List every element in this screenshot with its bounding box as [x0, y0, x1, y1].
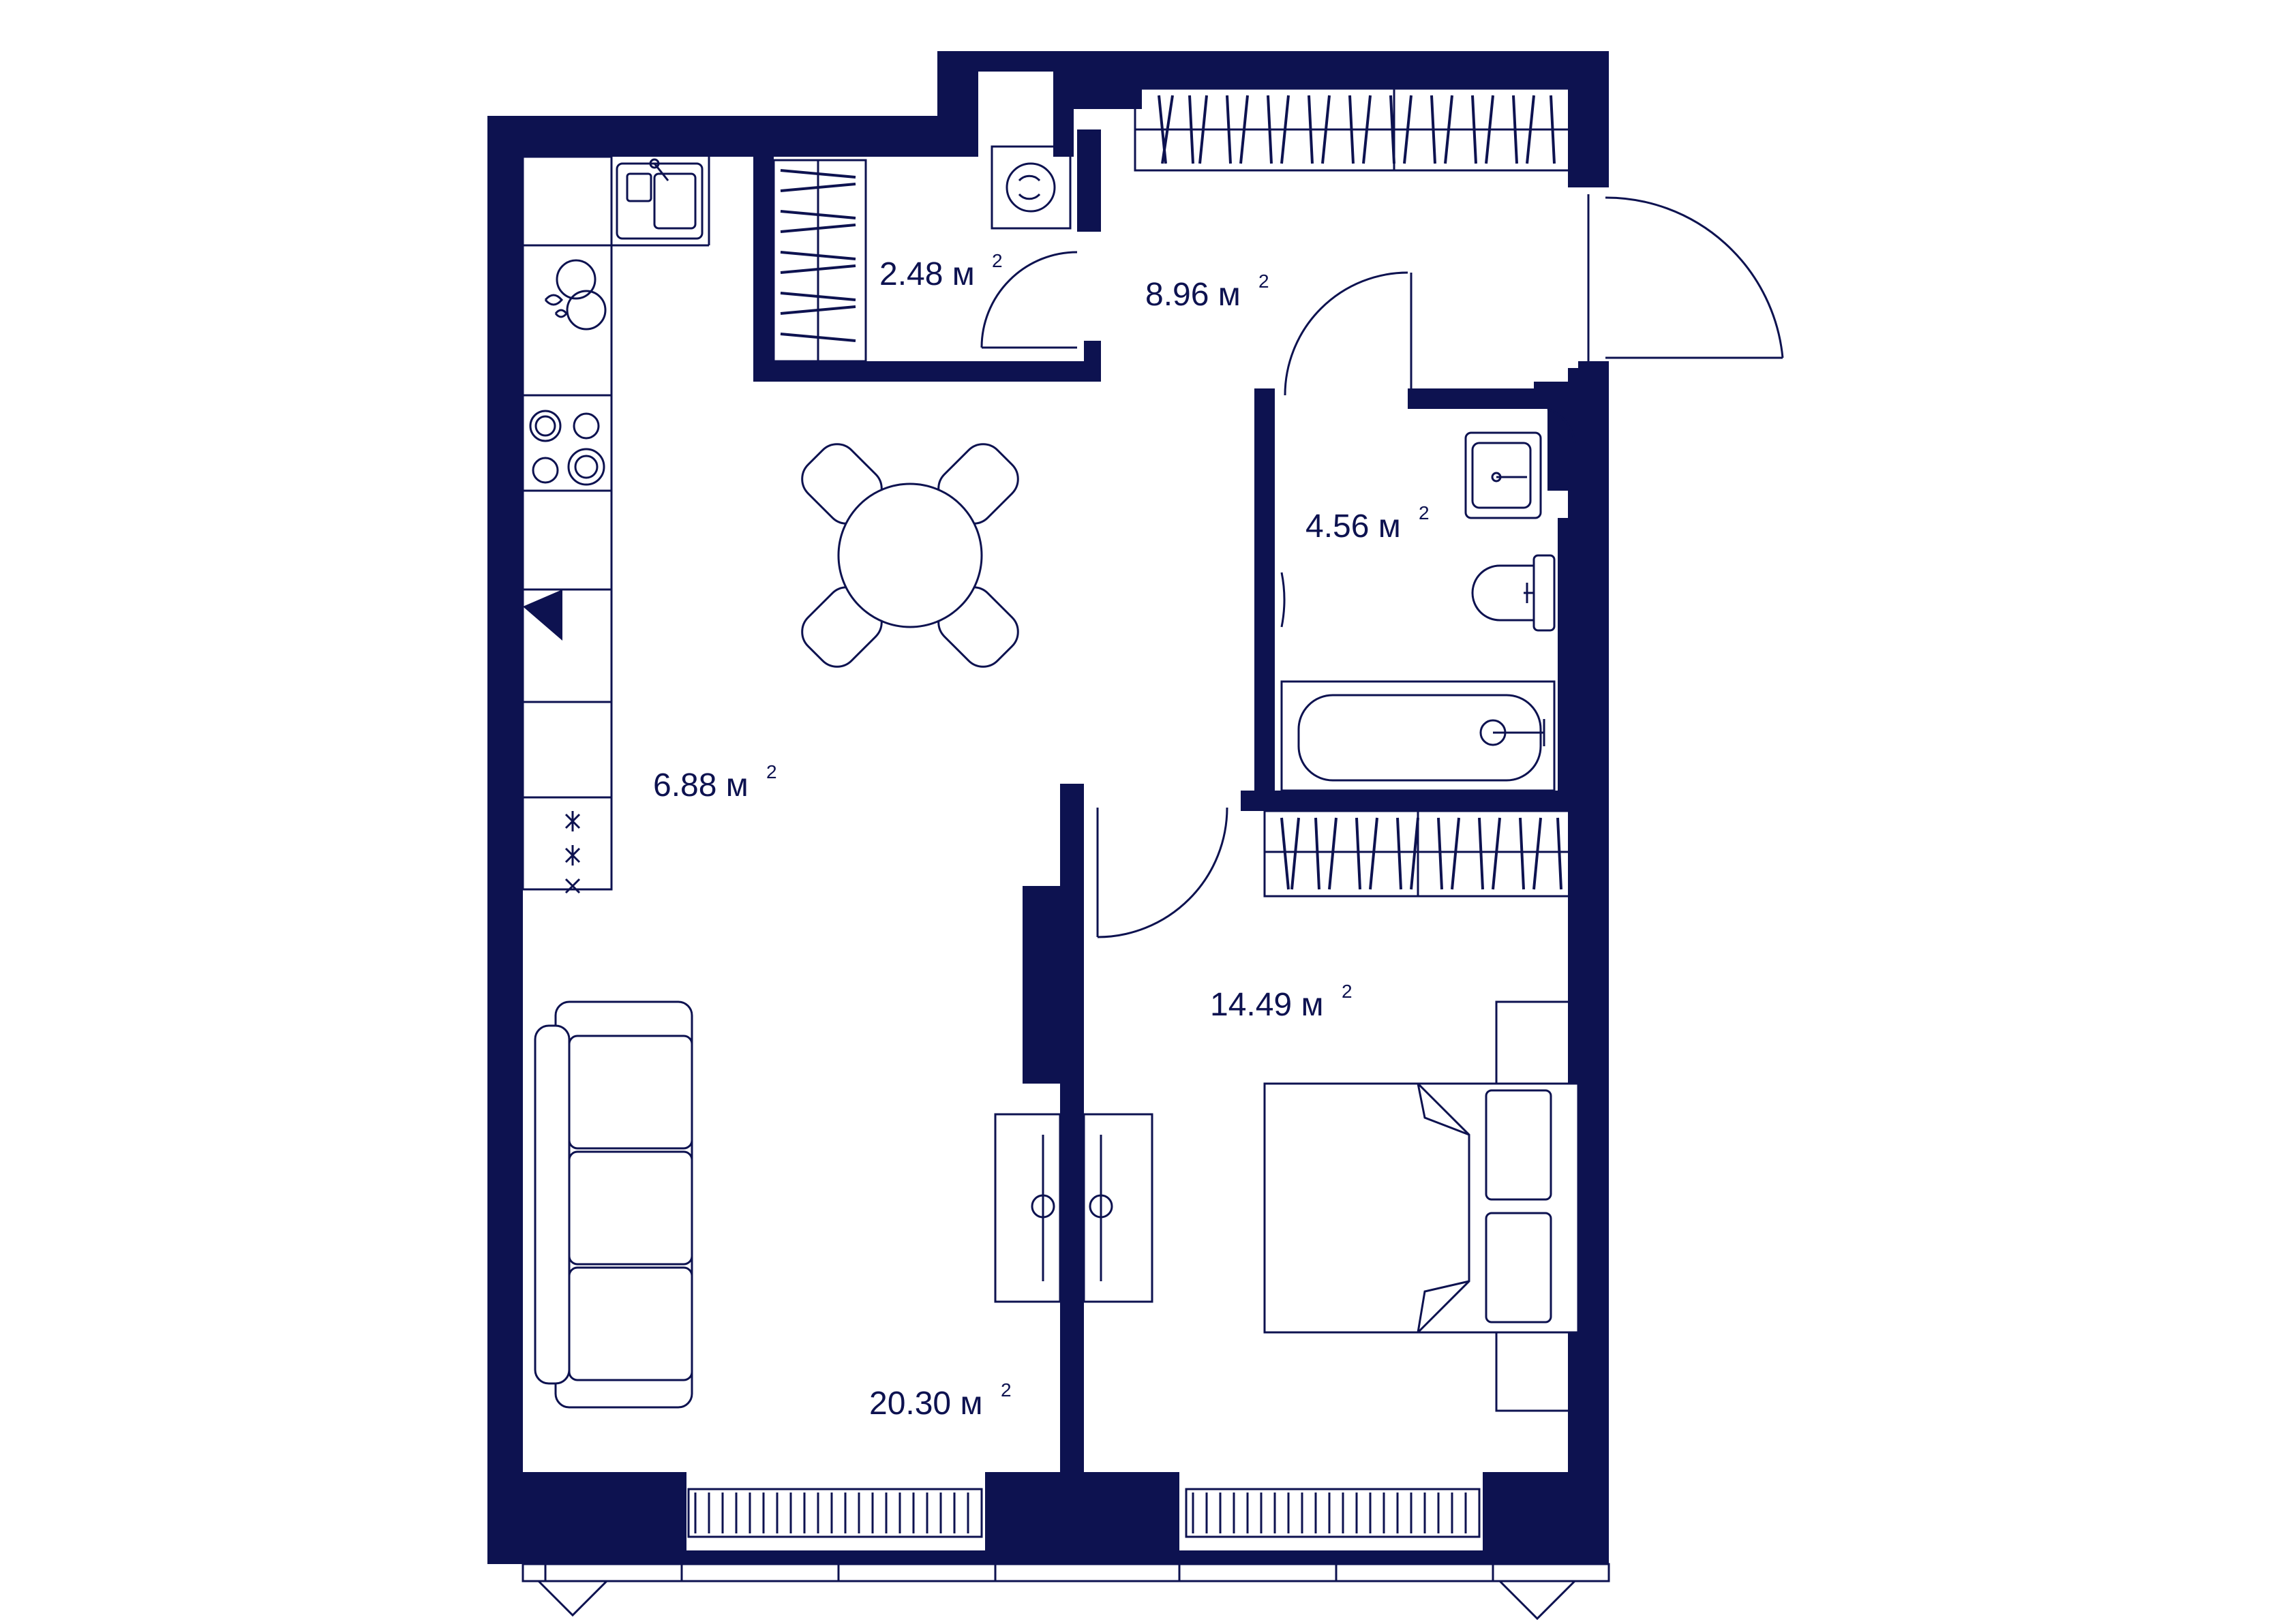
- sofa-icon: [534, 1000, 693, 1409]
- cooktop-icon: [529, 410, 605, 486]
- toilet-icon: [1471, 554, 1556, 632]
- oven-icon: [564, 811, 581, 894]
- nightstand-icon: [1495, 1000, 1573, 1412]
- svg-text:2.48 м: 2.48 м: [879, 256, 975, 292]
- wardrobe-icon: [772, 87, 1573, 898]
- sink-icon: [616, 158, 704, 240]
- svg-text:4.56 м: 4.56 м: [1305, 508, 1401, 545]
- room-label-storage: 2.48 м 2: [879, 250, 1003, 292]
- room-label-living: 20.30 м 2: [869, 1379, 1012, 1422]
- room-label-kitchen: 6.88 м 2: [653, 761, 777, 804]
- washing-machine-icon: [991, 145, 1072, 230]
- svg-text:2: 2: [1342, 981, 1353, 1002]
- radiator-icon: [687, 1488, 1481, 1538]
- svg-text:2: 2: [1258, 271, 1269, 292]
- kitchen-counter: [522, 155, 710, 891]
- svg-text:8.96 м: 8.96 м: [1145, 277, 1241, 313]
- svg-text:6.88 м: 6.88 м: [653, 767, 749, 804]
- dining-table-icon: [801, 443, 1019, 668]
- svg-text:2: 2: [1419, 502, 1430, 523]
- svg-text:2: 2: [766, 761, 777, 782]
- svg-text:2: 2: [1001, 1379, 1012, 1401]
- svg-text:14.49 м: 14.49 м: [1210, 987, 1323, 1023]
- room-label-bedroom: 14.49 м 2: [1210, 981, 1353, 1023]
- bed-icon: [1263, 1082, 1580, 1334]
- bathroom-rail: [1280, 572, 1286, 628]
- washbasin-icon: [1464, 431, 1542, 519]
- tv-stand-icon: [994, 1113, 1153, 1303]
- dishwasher-icon: [544, 259, 607, 331]
- svg-text:20.30 м: 20.30 м: [869, 1386, 982, 1422]
- room-label-hall: 8.96 м 2: [1145, 271, 1269, 313]
- bathtub-icon: [1280, 680, 1556, 792]
- walls: [487, 51, 1609, 1564]
- window-icon: [522, 1563, 1610, 1621]
- room-label-bathroom: 4.56 м 2: [1305, 502, 1430, 545]
- svg-text:2: 2: [992, 250, 1003, 271]
- door-icon: [980, 194, 1784, 938]
